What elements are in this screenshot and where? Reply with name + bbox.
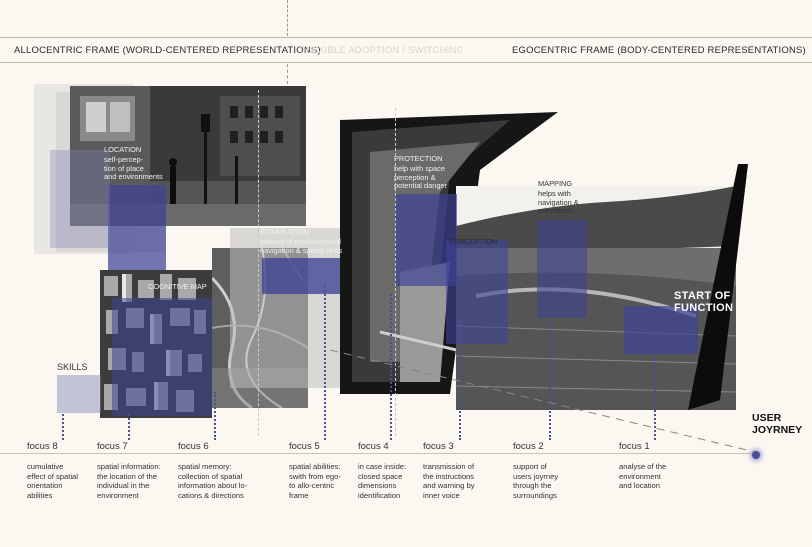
connector-focus6 bbox=[214, 392, 216, 440]
location-label: LOCATION bbox=[104, 145, 142, 154]
user-journey-line bbox=[330, 349, 756, 453]
stimulation-grey-panel bbox=[230, 228, 340, 388]
header-bottom-rule bbox=[0, 62, 812, 63]
connector-focus1 bbox=[654, 355, 656, 440]
focus-3-description: transmission of the instructions and war… bbox=[423, 462, 475, 500]
protection-label: PROTECTION bbox=[394, 154, 443, 163]
allocentric-frame-title: ALLOCENTRIC FRAME (WORLD-CENTERED REPRES… bbox=[14, 45, 321, 56]
location-blue-panel bbox=[108, 185, 166, 277]
connector-focus2 bbox=[549, 320, 551, 440]
street-photo bbox=[70, 86, 306, 226]
focus-2-label: focus 2 bbox=[513, 441, 544, 452]
focus-4-description: in case inside: closed space dimensions … bbox=[358, 462, 407, 500]
guide-line-focus4 bbox=[395, 108, 396, 436]
user-journey-dot bbox=[752, 451, 760, 459]
perception-label: PERCEPTION bbox=[449, 237, 498, 246]
stimulation-label: STIMULATION bbox=[260, 227, 310, 236]
flexible-adoption-title: FLEXIBLE ADOPTION / SWITCHING bbox=[300, 45, 462, 56]
mapping-blue-panel bbox=[537, 220, 587, 318]
stimulation-description: training of environmental navigation & s… bbox=[260, 237, 343, 255]
focus-6-label: focus 6 bbox=[178, 441, 209, 452]
connector-focus4 bbox=[390, 294, 392, 440]
connector-focus8 bbox=[62, 414, 64, 440]
location-description: self-percep- tion of place and environme… bbox=[104, 155, 163, 182]
protection-description: help with space perception & potential d… bbox=[394, 164, 448, 191]
connector-focus3 bbox=[459, 320, 461, 440]
focus-7-description: spatial information: the location of the… bbox=[97, 462, 161, 500]
focus-3-label: focus 3 bbox=[423, 441, 454, 452]
connector-focus7 bbox=[128, 414, 130, 440]
start-of-function-label: START OF FUNCTION bbox=[674, 290, 734, 314]
focus-5-description: spatial abilities: swith from ego- to al… bbox=[289, 462, 341, 500]
focus-8-description: cumulative effect of spatial orientation… bbox=[27, 462, 78, 500]
cognitive-map-label: COGNITIVE MAP bbox=[148, 282, 207, 291]
focus-4-label: focus 4 bbox=[358, 441, 389, 452]
focus-6-description: spatial memory: collection of spatial in… bbox=[178, 462, 248, 500]
focus-5-label: focus 5 bbox=[289, 441, 320, 452]
timeline-baseline bbox=[0, 453, 760, 454]
connector-focus5 bbox=[324, 285, 326, 440]
focus-1-description: analyse of the environment and location bbox=[619, 462, 667, 491]
center-divider-top bbox=[287, 0, 288, 36]
focus-2-description: support of users joyrney through the sur… bbox=[513, 462, 559, 500]
function-blue-panel bbox=[624, 306, 698, 354]
guide-line-focus6 bbox=[258, 90, 259, 436]
focus-7-label: focus 7 bbox=[97, 441, 128, 452]
skills-label: SKILLS bbox=[57, 362, 88, 372]
skills-panel bbox=[57, 375, 101, 413]
user-journey-label: USER JOYRNEY bbox=[752, 412, 803, 436]
cognitive-map-blue-panel bbox=[112, 298, 212, 416]
perception-blue-panel bbox=[446, 240, 508, 344]
egocentric-frame-title: EGOCENTRIC FRAME (BODY-CENTERED REPRESEN… bbox=[512, 45, 806, 56]
location-ghost-panel bbox=[50, 150, 110, 248]
focus-8-label: focus 8 bbox=[27, 441, 58, 452]
mapping-label: MAPPING bbox=[538, 179, 573, 188]
focus-1-label: focus 1 bbox=[619, 441, 650, 452]
header-top-rule bbox=[0, 37, 812, 38]
black-side-panel bbox=[688, 164, 748, 410]
mapping-description: helps with navigation & orientation bbox=[538, 189, 579, 216]
center-divider bbox=[287, 64, 288, 84]
